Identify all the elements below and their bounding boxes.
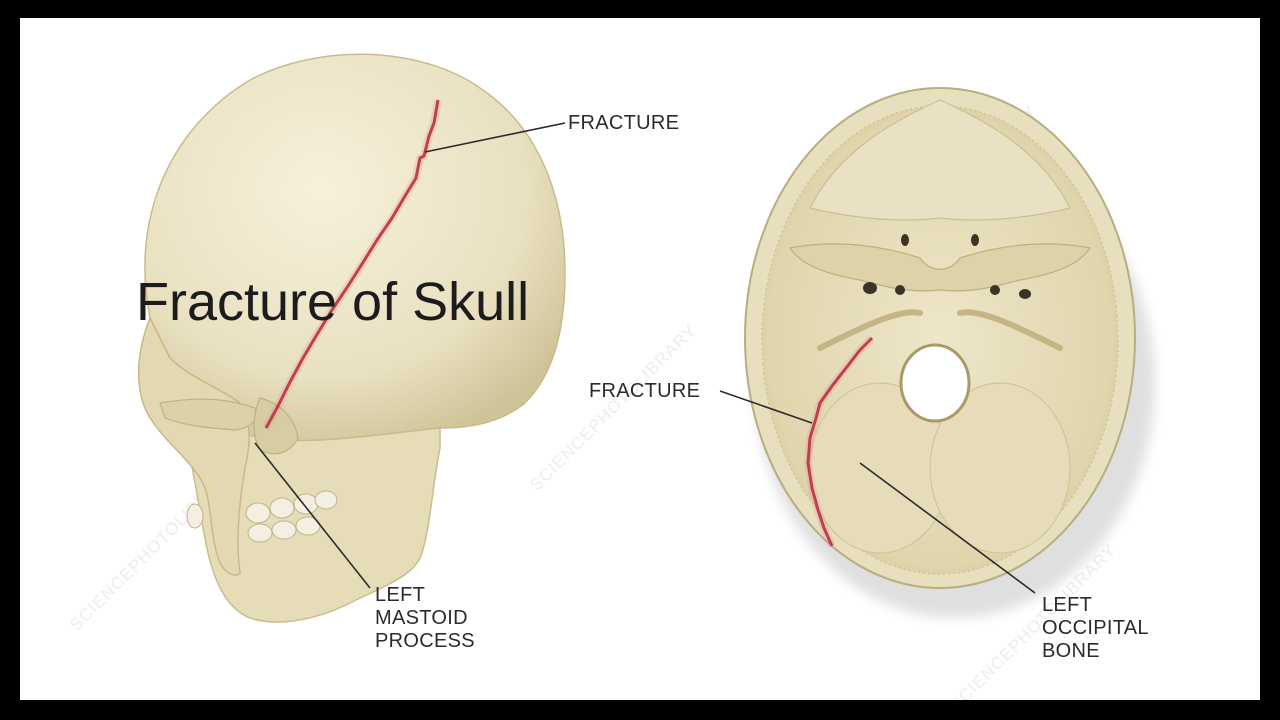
cranium: [144, 53, 566, 442]
slide: SCIENCEPHOTOLIBRARY SCIENCEPHOTOLIBRARY …: [20, 18, 1260, 700]
label-line: PROCESS: [375, 630, 475, 652]
skull-base: [719, 87, 1155, 618]
leader-line-fracture-base: [719, 390, 813, 424]
label-line: OCCIPITAL: [1042, 617, 1149, 639]
label-line: MASTOID: [375, 607, 468, 629]
label-left-occipital-bone: LEFT OCCIPITAL BONE: [1042, 594, 1149, 663]
illustration: [137, 53, 1155, 623]
slide-title: Fracture of Skull: [136, 272, 530, 332]
zygomatic-arch: [159, 398, 257, 431]
foramina: [863, 234, 1031, 299]
teeth: [186, 490, 338, 543]
label-text: FRACTURE: [568, 112, 680, 134]
label-text: FRACTURE: [589, 380, 701, 402]
leader-line-fracture-lateral: [424, 122, 566, 153]
leader-line-occipital: [859, 462, 1036, 594]
label-line: BONE: [1042, 640, 1100, 662]
label-line: LEFT: [1042, 594, 1093, 616]
label-left-mastoid-process: LEFT MASTOID PROCESS: [375, 584, 475, 653]
mastoid-region: [253, 397, 299, 455]
fracture-line-base: [806, 336, 874, 547]
label-fracture-base: FRACTURE: [589, 380, 700, 403]
label-fracture-lateral: FRACTURE: [568, 112, 679, 135]
fracture-line-lateral: [264, 99, 440, 429]
lateral-skull: [137, 53, 566, 623]
leader-line-mastoid: [254, 442, 371, 589]
label-line: LEFT: [375, 584, 426, 606]
foramen-magnum: [899, 343, 971, 423]
